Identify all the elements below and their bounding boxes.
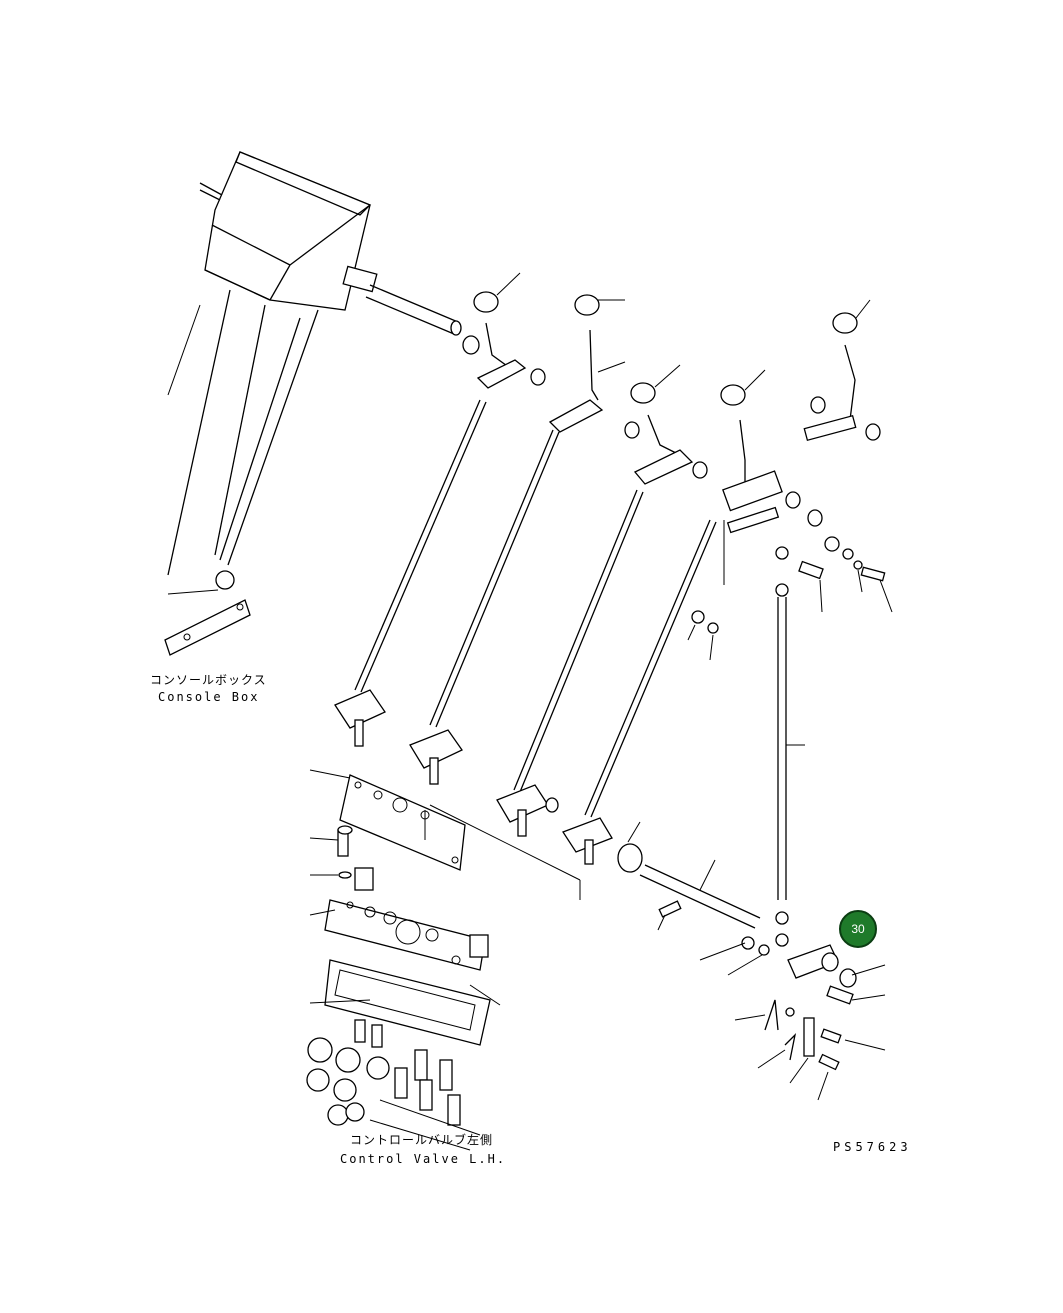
lever-assembly-1: [334, 272, 546, 747]
threaded-rod: [723, 520, 805, 947]
lever-assembly-5: [803, 299, 881, 442]
part-callout-30[interactable]: 30: [839, 910, 877, 948]
mounting-plates: [309, 774, 581, 1046]
drawing-number: PS57623: [833, 1140, 912, 1154]
console-box: [164, 151, 462, 656]
console-box-label-ja: コンソールボックス: [150, 673, 267, 687]
control-valve: [306, 1019, 481, 1151]
lower-shaft: [617, 843, 857, 1071]
control-valve-label-en: Control Valve L.H.: [340, 1152, 507, 1166]
leader-lines: [309, 569, 893, 1101]
lever-assembly-4: [562, 369, 840, 865]
control-valve-label-ja: コントロールバルブ左側: [350, 1133, 494, 1147]
bolts-right: [691, 548, 886, 634]
console-box-label-en: Console Box: [158, 690, 260, 704]
lever-assembly-3: [496, 364, 708, 837]
lever-assembly-2: [409, 294, 626, 785]
